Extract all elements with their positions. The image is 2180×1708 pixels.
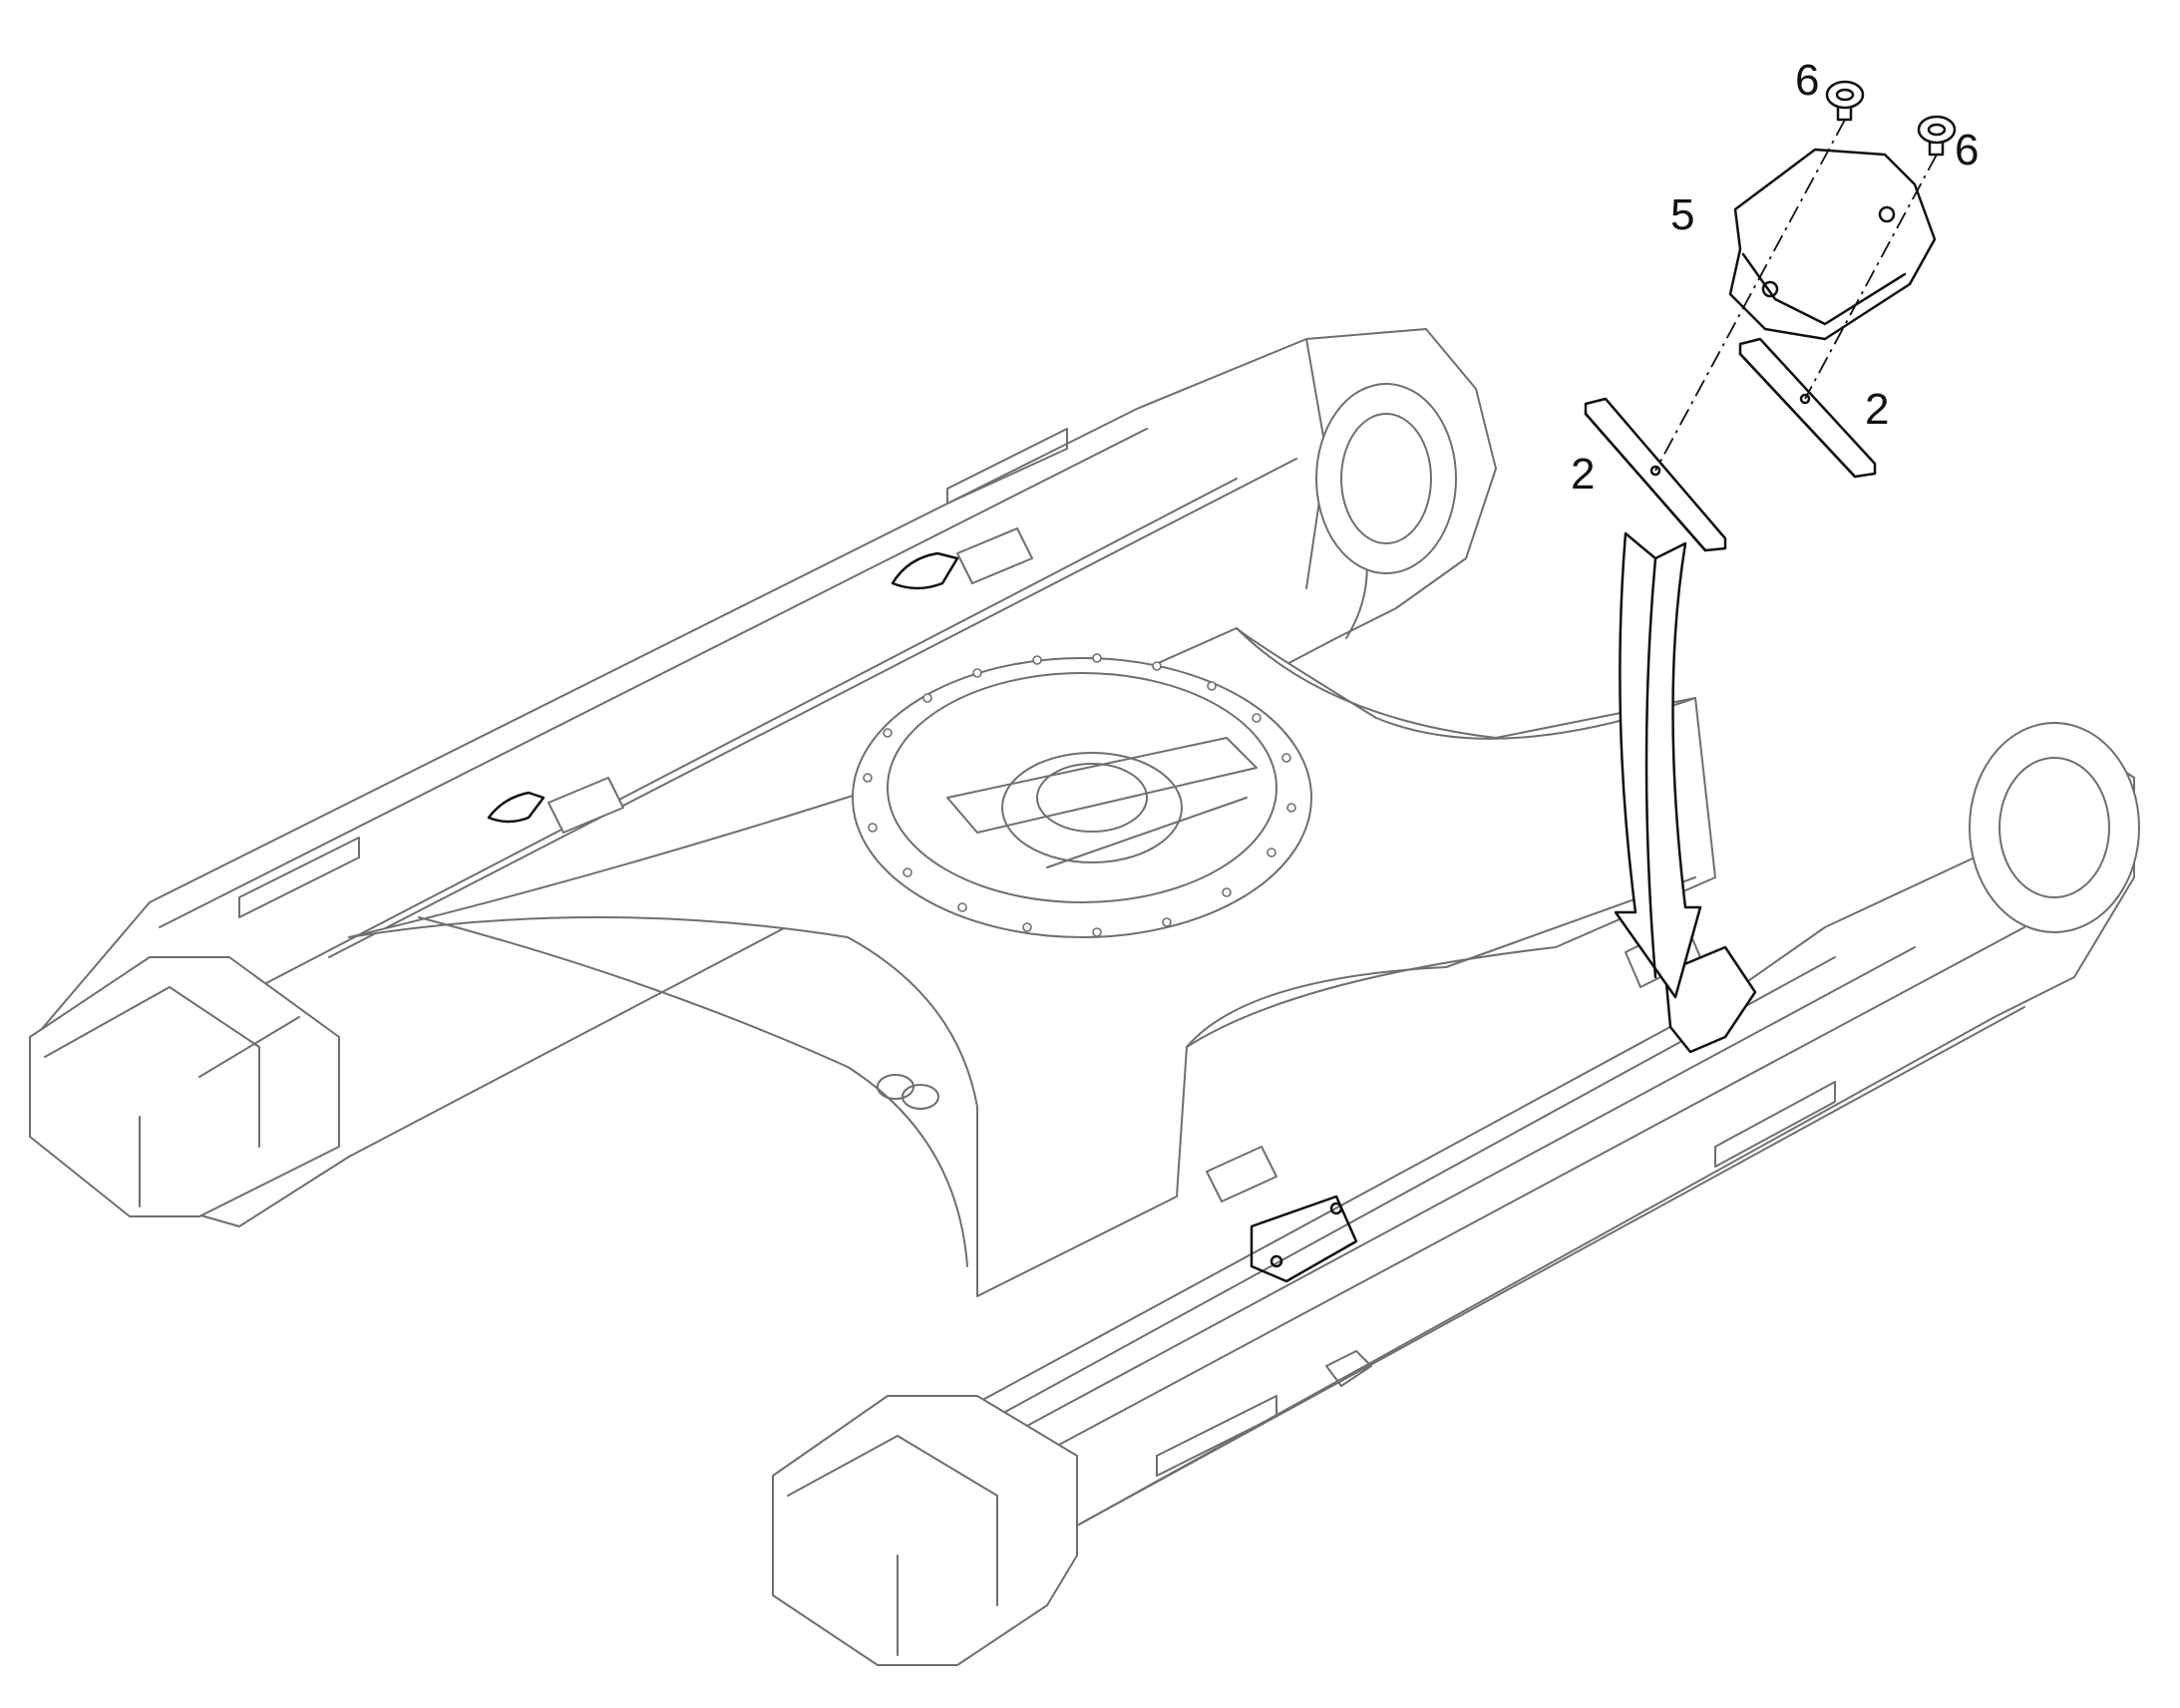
centre-frame — [348, 627, 1716, 1297]
right-drive-housing — [1969, 722, 2140, 933]
callout-labels: 6 6 5 2 2 — [1571, 56, 1979, 499]
right-front-idler-box — [772, 1395, 1078, 1666]
curved-arrow-shaft — [1614, 531, 1702, 999]
shim-item-2-right — [1738, 337, 1877, 479]
left-drive-housing — [1315, 383, 1457, 574]
callout-2-right: 2 — [1865, 385, 1889, 434]
callout-6-right: 6 — [1955, 126, 1979, 174]
installation-arrow — [1614, 531, 1702, 999]
callout-6-left: 6 — [1795, 56, 1819, 105]
screw-item-6-left — [1825, 80, 1865, 122]
cover-plate-item-5 — [1728, 148, 1937, 341]
callout-2-left: 2 — [1571, 450, 1595, 499]
mounting-socket — [1663, 945, 1757, 1054]
undercarriage-frame — [29, 328, 2140, 1666]
installed-cover-plates — [487, 551, 1757, 1283]
callout-5: 5 — [1670, 190, 1694, 239]
bearing-bolt-holes — [863, 653, 1296, 937]
screw-item-6-right — [1917, 115, 1957, 157]
exploded-parts — [1584, 80, 1957, 552]
